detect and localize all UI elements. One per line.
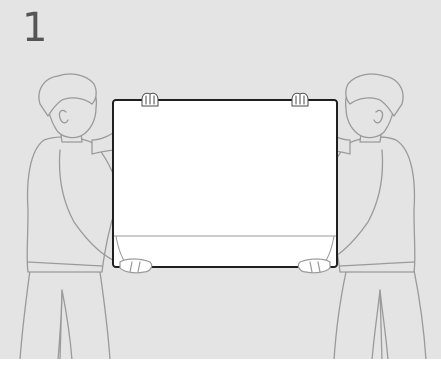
left-top-hand-icon <box>142 93 158 106</box>
bottom-strip <box>0 359 441 365</box>
right-bottom-hand-icon <box>298 259 330 273</box>
tv-panel-icon <box>113 100 337 267</box>
left-bottom-hand-icon <box>120 259 152 273</box>
right-top-hand-icon <box>292 93 308 106</box>
